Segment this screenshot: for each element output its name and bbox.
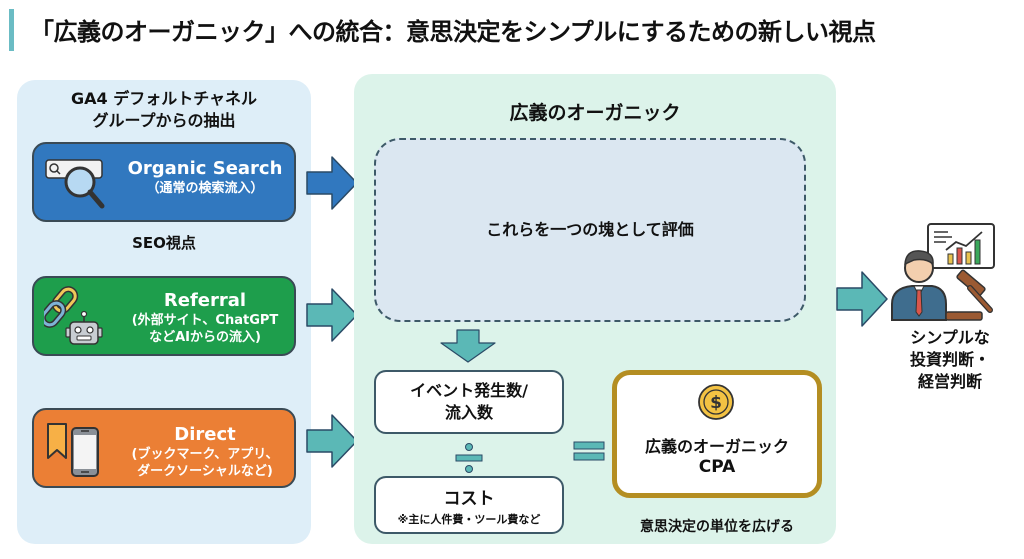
channel-description: （通常の検索流入） xyxy=(146,181,264,196)
arrow-right-referral xyxy=(306,288,358,342)
chain-link-robot-icon xyxy=(44,286,103,345)
cost-label: コスト xyxy=(443,489,495,509)
cpa-label: CPA xyxy=(698,457,736,477)
search-magnifier-icon xyxy=(45,159,105,209)
event-count-line: 流入数 xyxy=(444,403,493,422)
channel-description: (ブックマーク、アプリ、 ダークソーシャルなど) xyxy=(122,446,288,480)
bookmark-smartphone-icon xyxy=(47,423,99,477)
arrow-right-outcome xyxy=(836,271,888,327)
decision-unit-caption: 意思決定の単位を広げる xyxy=(640,519,794,535)
svg-text:$: $ xyxy=(710,393,722,413)
broad-organic-cpa-box: $ 広義のオーガニック CPA xyxy=(612,370,822,498)
heading-line-2: グループからの抽出 xyxy=(92,111,236,130)
channel-label: Direct xyxy=(174,424,236,445)
divide-icon xyxy=(455,443,483,473)
arrow-right-direct xyxy=(306,414,358,468)
outcome-line: 経営判断 xyxy=(917,372,982,391)
arrow-right-organic xyxy=(306,156,358,210)
cost-note: ※主に人件費・ツール費など xyxy=(397,513,541,526)
description-line: などAIからの流入) xyxy=(149,330,261,345)
channel-label: Referral xyxy=(163,290,247,311)
outcome-line: シンプルな xyxy=(910,328,990,347)
broad-organic-panel: 広義のオーガニック これらを一つの塊として評価 イベント発生数/ 流入数 コスト… xyxy=(354,74,836,544)
channel-description: (外部サイト、ChatGPT などAIからの流入) xyxy=(122,312,288,346)
businessman-chart-gavel-icon xyxy=(891,223,995,321)
seo-perspective-label: SEO視点 xyxy=(132,234,196,252)
combined-group-text: これらを一つの塊として評価 xyxy=(486,220,694,239)
description-line: (ブックマーク、アプリ、 xyxy=(131,447,279,462)
combined-group-box: これらを一つの塊として評価 xyxy=(374,138,806,322)
cost-box: コスト ※主に人件費・ツール費など xyxy=(374,476,564,534)
equals-icon xyxy=(573,441,605,461)
arrow-down-icon xyxy=(440,329,496,363)
channel-group-panel: GA4 デフォルトチャネル グループからの抽出 Organic Search （… xyxy=(17,80,311,544)
description-line: (外部サイト、ChatGPT xyxy=(131,313,279,328)
broad-organic-heading: 広義のオーガニック xyxy=(509,102,681,124)
title-accent-bar xyxy=(9,9,14,51)
decision-outcome-text: シンプルな 投資判断・ 経営判断 xyxy=(880,327,1020,393)
outcome-line: 投資判断・ xyxy=(909,350,990,369)
description-line: ダークソーシャルなど) xyxy=(137,464,273,479)
event-count-line: イベント発生数/ xyxy=(410,381,528,400)
heading-line-1: GA4 デフォルトチャネル xyxy=(70,89,258,108)
channel-organic-search: Organic Search （通常の検索流入） xyxy=(32,142,296,222)
channel-direct: Direct (ブックマーク、アプリ、 ダークソーシャルなど) xyxy=(32,408,296,488)
channel-label: Organic Search xyxy=(127,158,283,179)
page-title: 「広義のオーガニック」への統合：意思決定をシンプルにするための新しい視点 xyxy=(30,18,876,46)
cpa-title: 広義のオーガニック xyxy=(644,437,789,456)
channel-referral: Referral (外部サイト、ChatGPT などAIからの流入) xyxy=(32,276,296,356)
dollar-coin-icon: $ xyxy=(698,384,734,420)
channel-group-heading: GA4 デフォルトチャネル グループからの抽出 xyxy=(17,88,311,132)
event-count-box: イベント発生数/ 流入数 xyxy=(374,370,564,434)
